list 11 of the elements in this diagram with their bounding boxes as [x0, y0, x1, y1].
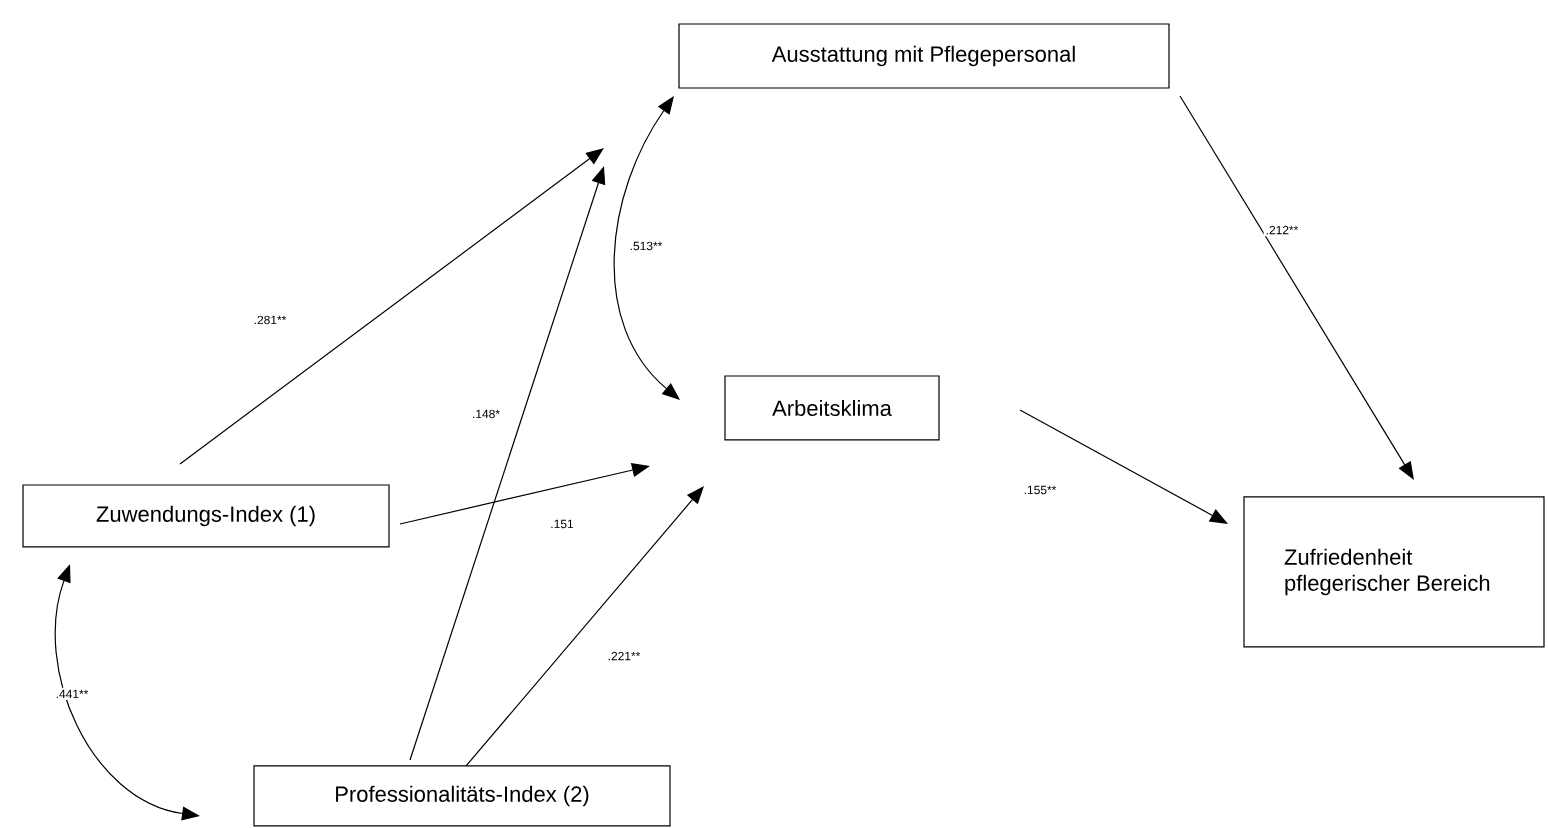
arrow: [465, 486, 704, 767]
arrow: [1019, 409, 1228, 524]
variable-box: Professionalitäts-Index (2): [253, 765, 671, 827]
arrow: [179, 148, 604, 465]
variable-box: Arbeitsklima: [724, 375, 940, 441]
arrow: [613, 96, 680, 400]
variable-box: Ausstattung mit Pflegepersonal: [678, 23, 1170, 89]
variable-box: Zuwendungs-Index (1): [22, 484, 390, 548]
arrow: [409, 166, 606, 761]
variable-box: Zufriedenheit pflegerischer Bereich: [1243, 496, 1545, 648]
arrow: [1179, 95, 1414, 480]
